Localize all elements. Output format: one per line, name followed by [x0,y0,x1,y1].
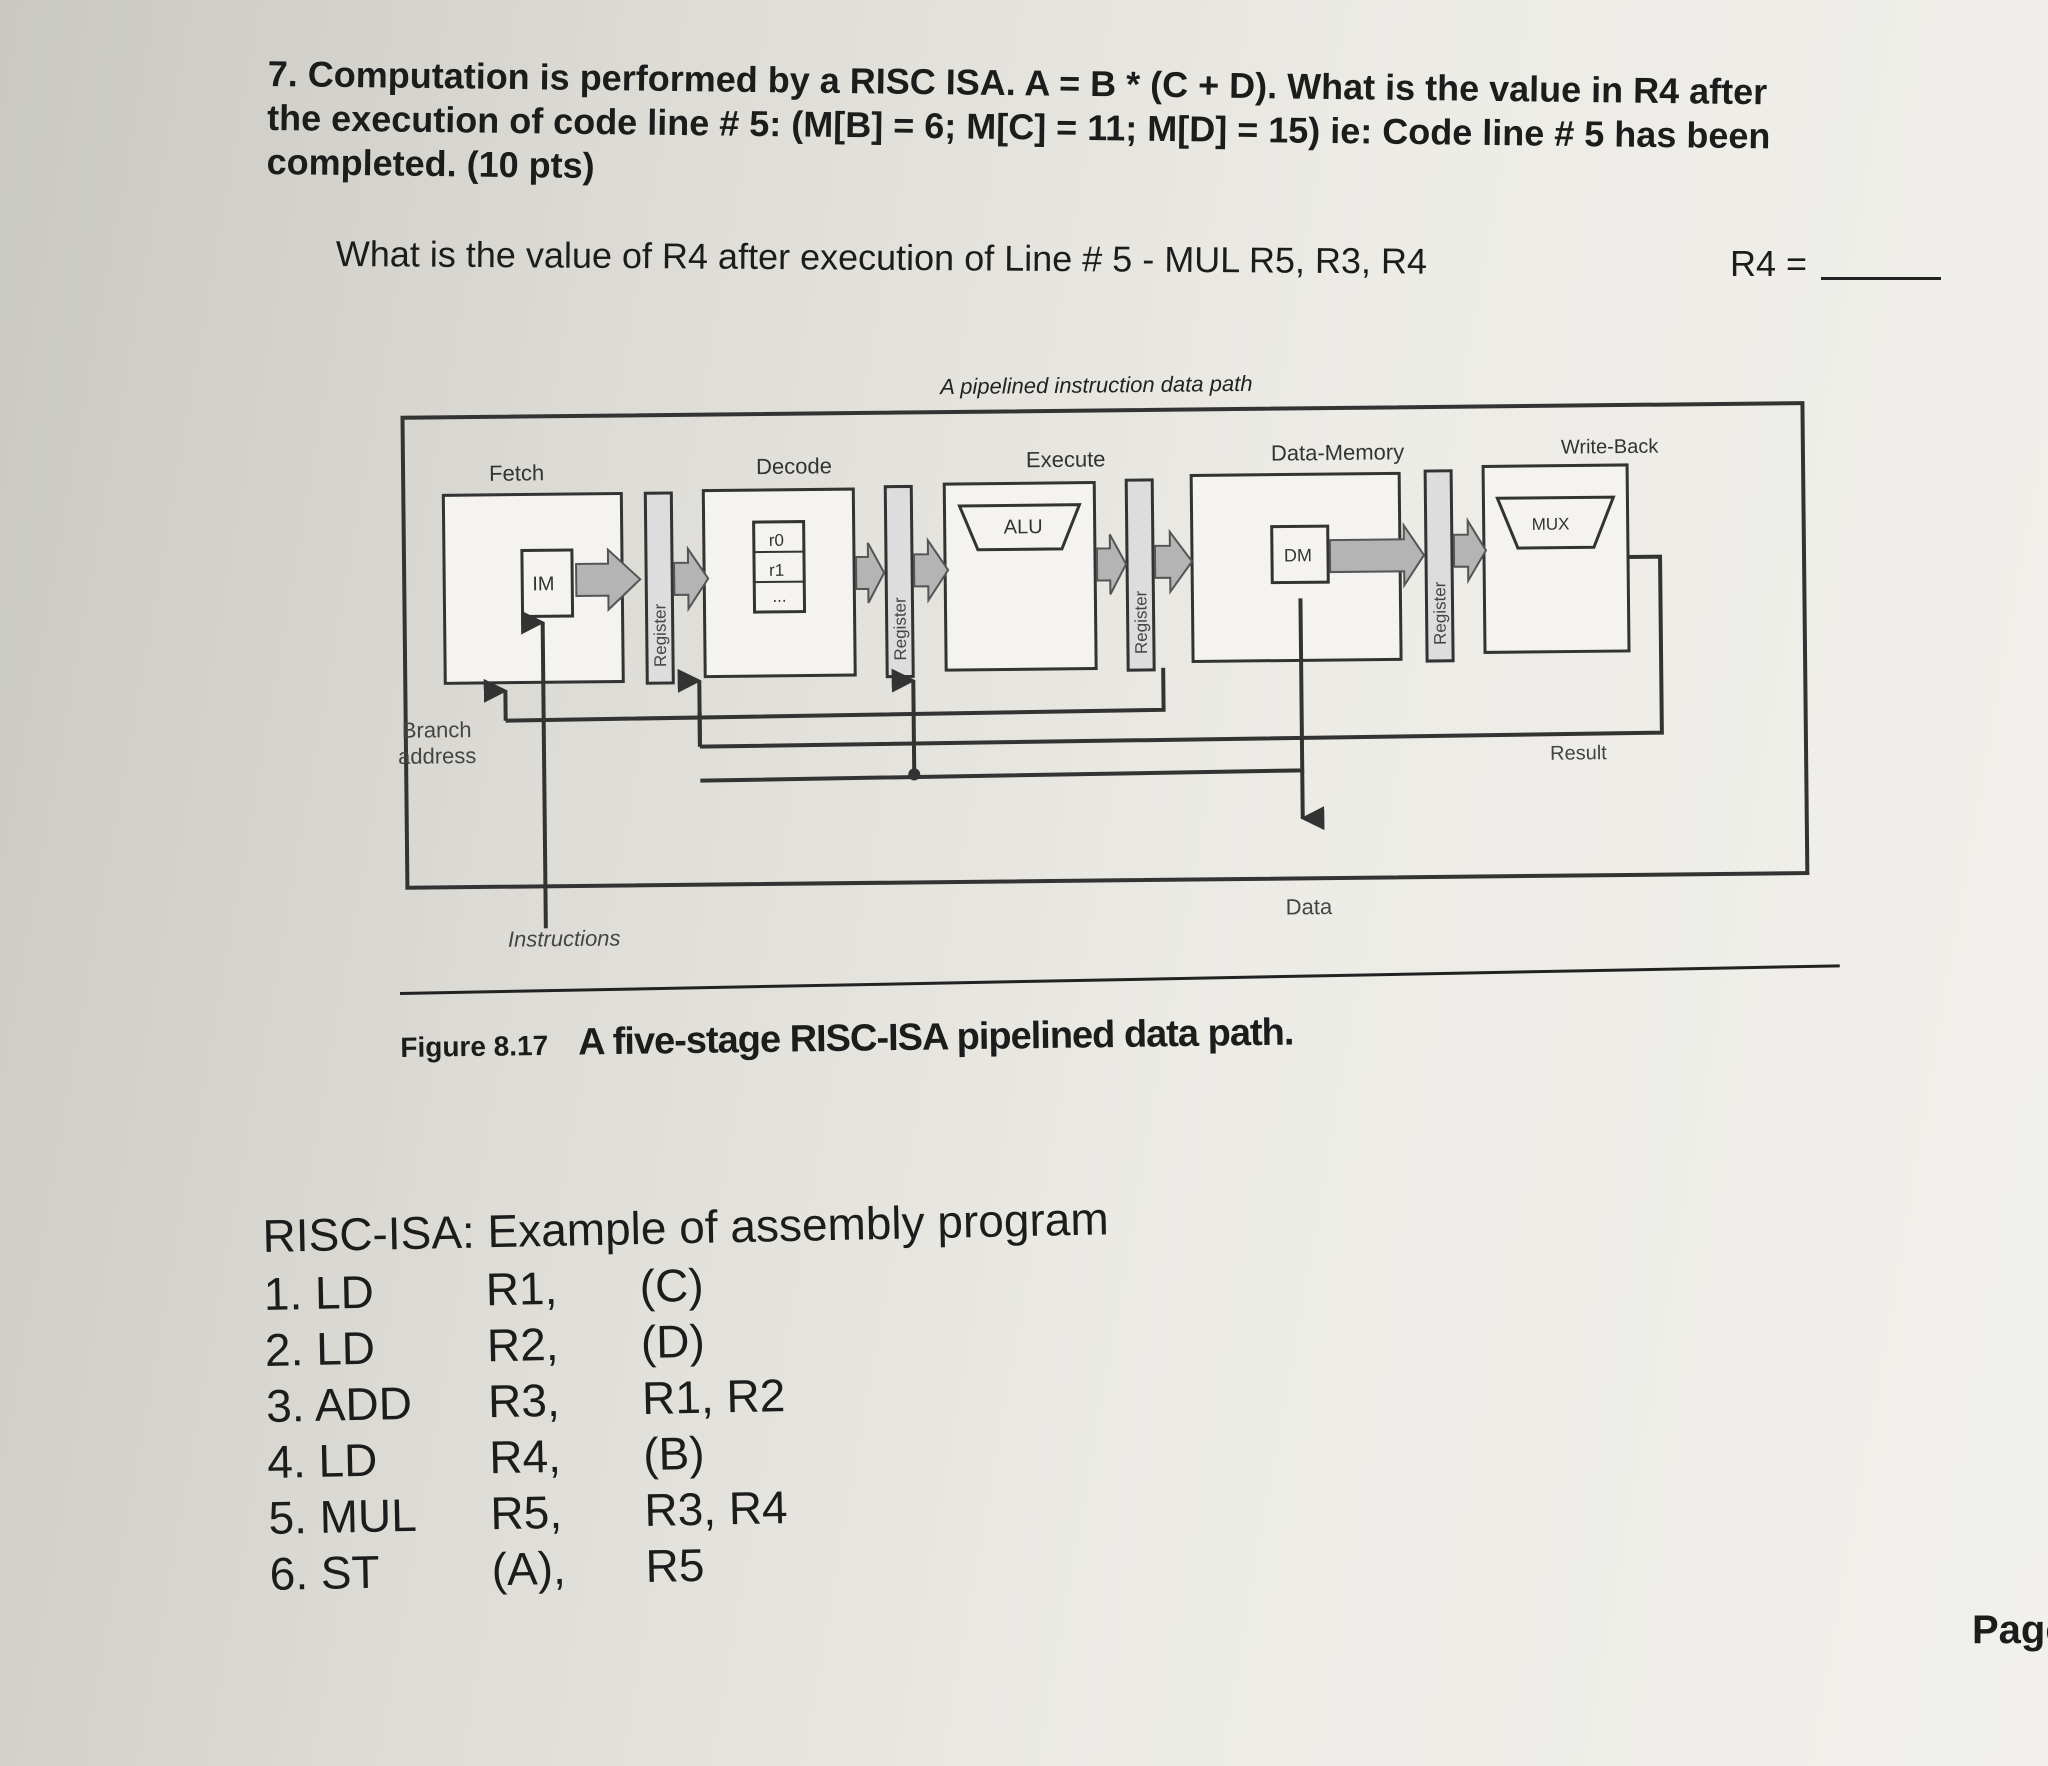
page-label: Page [1972,1608,2048,1652]
figure-number: Figure 8.17 [400,1029,549,1063]
register-3 [1124,478,1156,672]
arrow-reg-to-writeback [1452,517,1488,585]
register-3-label: Register [1131,590,1151,654]
instructions-label: Instructions [508,926,621,952]
destination: R4, [488,1429,562,1484]
register-4-label: Register [1430,581,1450,645]
regfile-r0: r0 [769,531,784,550]
im-label: IM [532,573,554,595]
arrow-execute-to-reg [1095,533,1128,595]
alu-label: ALU [1004,516,1043,538]
source: R3, R4 [643,1481,789,1537]
opcode: 2. LD [264,1321,376,1376]
arrow-reg-to-decode [673,545,710,613]
answer-label: R4 = [1730,243,1808,284]
outer-frame [400,401,1810,890]
register-2-label: Register [890,597,910,661]
feedback-wires [483,554,1664,929]
wire-result [699,554,1664,749]
register-1 [643,491,675,685]
stage-fetch: Fetch [489,460,544,486]
mux-label: MUX [1532,515,1570,534]
source: R1, R2 [641,1369,786,1425]
regfile-more: ... [772,587,786,606]
regfile-box [752,520,807,614]
regfile-r1: r1 [769,561,784,580]
wire-data-out [1300,770,1325,831]
assembly-program: RISC-ISA: Example of assembly program 1.… [262,1189,1170,1602]
alu-shape [957,503,1082,552]
opcode: 4. LD [266,1433,378,1488]
question-heading: 7. Computation is performed by a RISC IS… [266,52,1857,203]
branch-label-2: address [398,743,477,769]
data-label: Data [1286,894,1333,919]
im-box [520,548,575,619]
destination: R2, [486,1317,560,1372]
answer-blank[interactable]: R4 = [1730,242,1942,286]
mux-shape [1495,495,1616,550]
register-4 [1423,469,1455,663]
opcode: 1. LD [263,1265,375,1320]
source: (D) [640,1314,706,1369]
pipeline-svg: A pipelined instruction data path Fetch … [398,371,1810,952]
destination: R5, [489,1485,563,1540]
source: (C) [639,1258,705,1313]
dm-box [1270,524,1330,585]
arrow-reg-to-execute [912,536,950,604]
stage-arrows [575,517,1488,613]
wire-junction [908,768,921,781]
answer-line[interactable] [1821,277,1942,280]
pipeline-diagram: A pipelined instruction data path Fetch … [380,355,1857,1070]
stage-execute: Execute [1026,446,1106,472]
destination: (A), [491,1541,567,1596]
destination: R3, [487,1373,561,1428]
destination: R1, [485,1261,558,1316]
arrow-im-to-reg [575,547,642,612]
stage-data-memory: Data-Memory [1271,439,1405,465]
source: R5 [645,1538,705,1593]
regfile-divider-1 [753,550,804,554]
arrow-decode-to-reg [854,542,886,604]
branch-label-1: Branch [402,717,472,743]
source: (B) [642,1426,706,1481]
write-back-box [1481,463,1631,654]
wire-instructions [520,610,548,929]
dm-label: DM [1284,545,1312,565]
wire-branch-address [505,667,1166,723]
stage-decode: Decode [756,453,832,479]
register-1-label: Register [650,603,670,667]
question-prompt: What is the value of R4 after execution … [335,232,1428,282]
opcode: 6. ST [269,1545,381,1600]
arrow-reg-to-memory [1153,528,1194,595]
opcode: 3. ADD [265,1376,413,1432]
regfile-divider-2 [754,580,805,584]
arrow-dm-to-reg [1328,521,1426,589]
result-label: Result [1550,742,1607,765]
opcode: 5. MUL [267,1488,418,1544]
figure-title: A pipelined instruction data path [938,371,1253,399]
figure-caption-text: A five-stage RISC-ISA pipelined data pat… [577,1011,1294,1064]
wire-to-execute [891,668,916,749]
stage-write-back: Write-Back [1561,436,1660,459]
